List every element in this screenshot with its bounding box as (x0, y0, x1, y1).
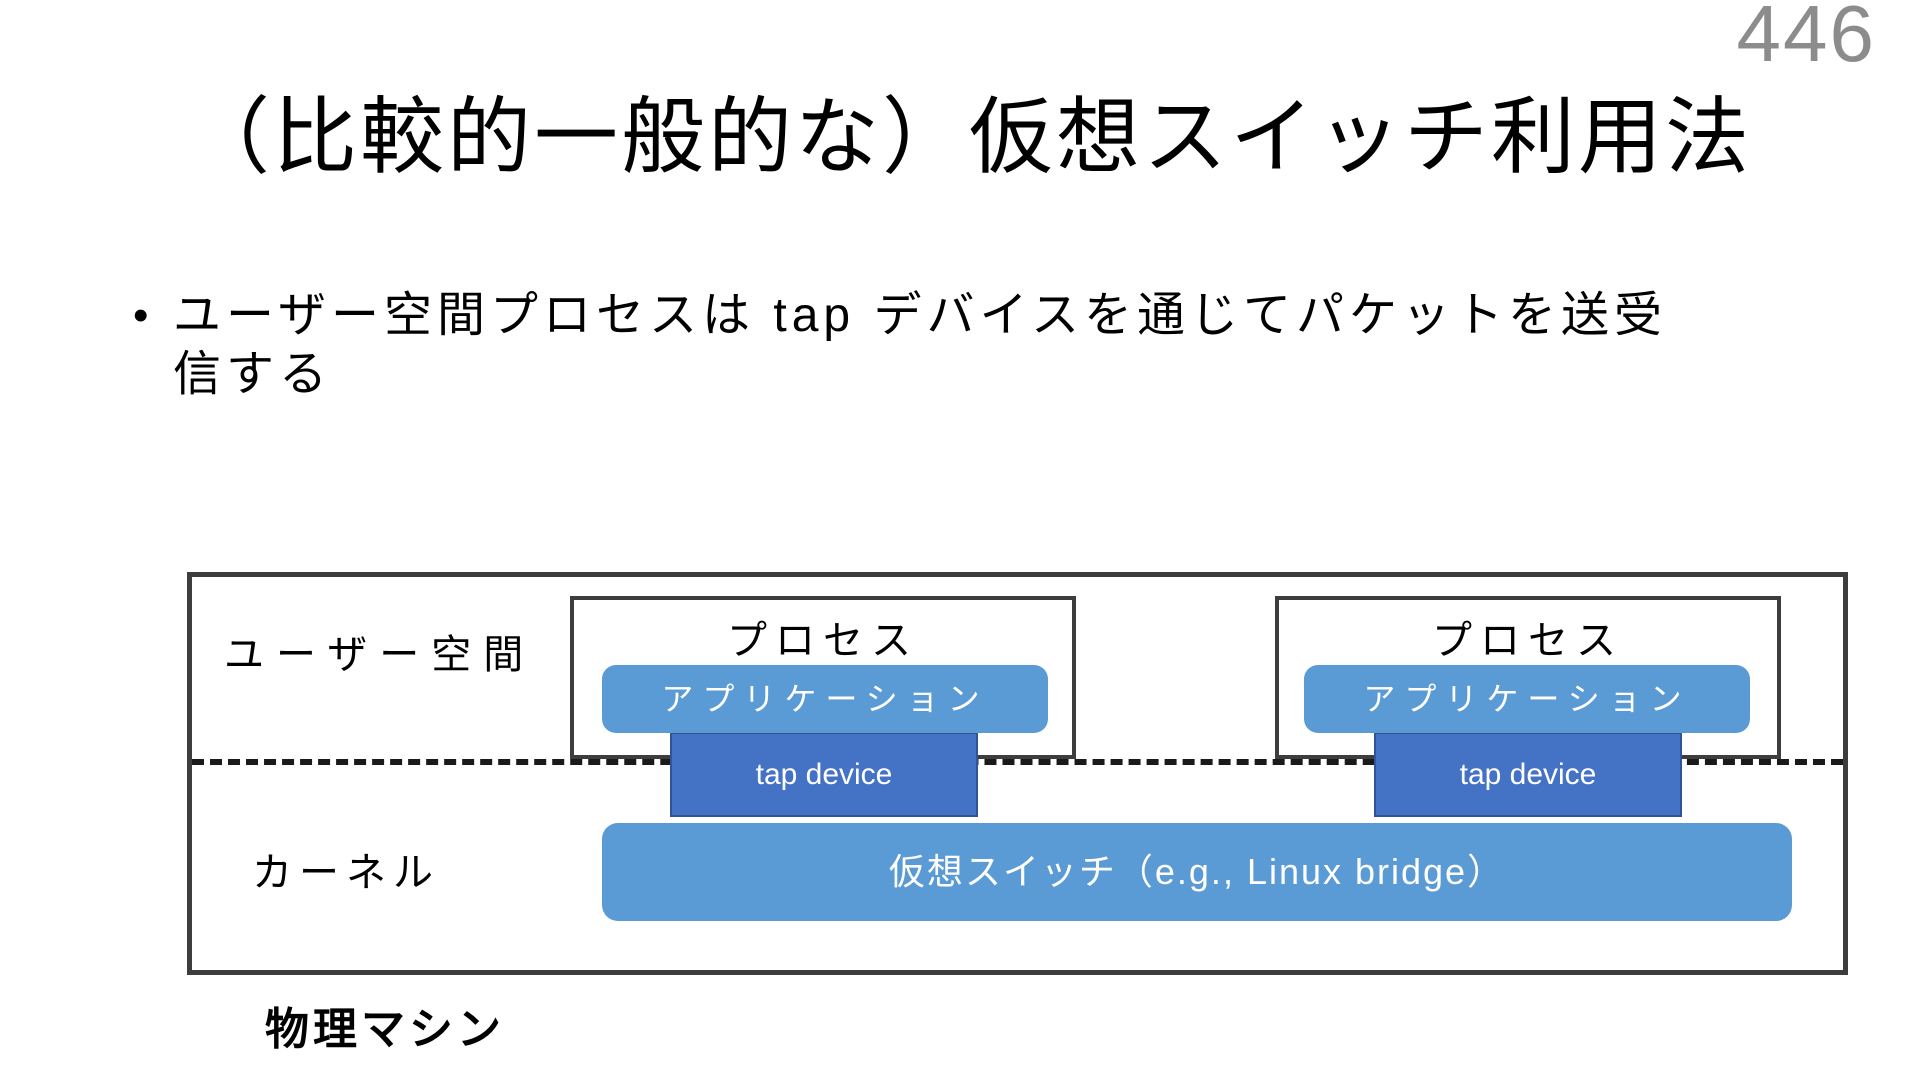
application-box-1: アプリケーション (602, 665, 1048, 733)
user-space-label: ユーザー空間 (224, 633, 536, 677)
bullet-marker: • (133, 291, 149, 340)
bullet-text: ユーザー空間プロセスは tap デバイスを通じてパケットを送受 信する (173, 286, 1667, 404)
tap-device-box-1: tap device (670, 732, 978, 817)
bullet-line-1: ユーザー空間プロセスは tap デバイスを通じてパケットを送受 (173, 289, 1668, 342)
page-title: （比較的一般的な）仮想スイッチ利用法 (186, 90, 1753, 184)
tap-device-box-2: tap device (1374, 732, 1682, 817)
user-kernel-boundary-line (192, 759, 1843, 765)
bullet-item: • ユーザー空間プロセスは tap デバイスを通じてパケットを送受 信する (133, 286, 1667, 404)
page-number: 446 (1736, 0, 1876, 78)
bullet-line-2: 信する (173, 348, 333, 401)
physical-machine-label: 物理マシン (265, 1005, 505, 1054)
virtual-switch-box: 仮想スイッチ（e.g., Linux bridge） (602, 823, 1792, 921)
kernel-label: カーネル (252, 851, 440, 895)
process-title-1: プロセス (727, 619, 919, 663)
application-box-2: アプリケーション (1304, 665, 1750, 733)
process-title-2: プロセス (1432, 619, 1624, 663)
